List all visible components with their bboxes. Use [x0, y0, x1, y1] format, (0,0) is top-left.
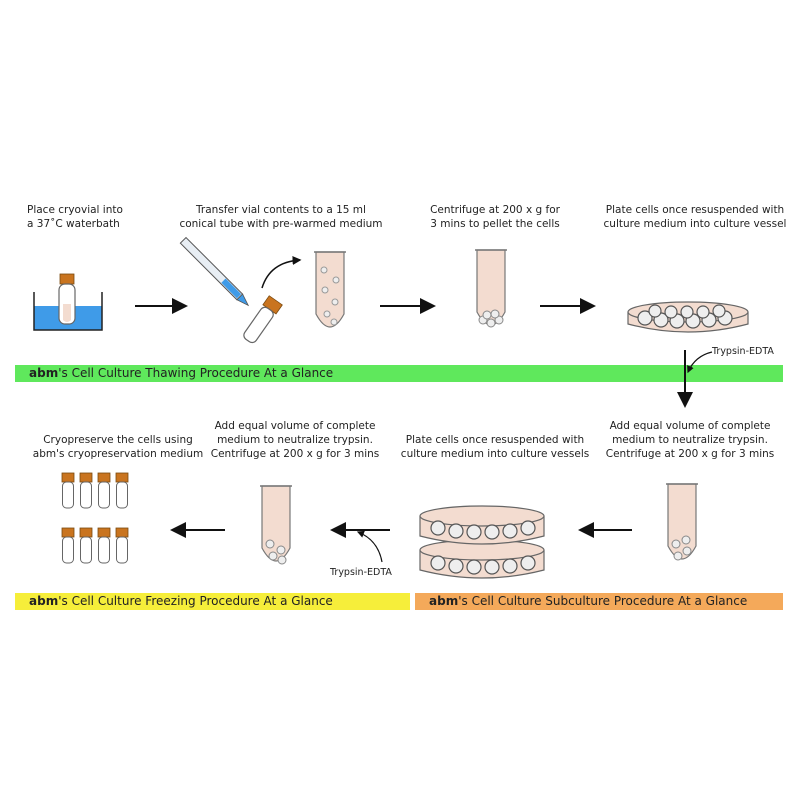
- brand-abm: abm: [429, 594, 459, 608]
- culture-dish-stack-icon: [419, 505, 545, 579]
- step-caption-freeze-1: Add equal volume of complete medium to n…: [210, 420, 380, 460]
- transfer-curve-arrow: [261, 256, 302, 289]
- subculture-banner: abm's Cell Culture Subculture Procedure …: [415, 593, 783, 610]
- step-caption-freeze-2: Cryopreserve the cells using abm's cryop…: [32, 434, 204, 460]
- step-caption-thaw-3: Centrifuge at 200 x g for 3 mins to pell…: [430, 204, 560, 230]
- trypsin-curve-arrow-bottom: [356, 530, 383, 563]
- culture-dish-icon: [627, 301, 749, 333]
- trypsin-label-right: Trypsin-EDTA: [712, 346, 774, 357]
- trypsin-label-bottom: Trypsin-EDTA: [330, 567, 392, 578]
- step-caption-thaw-1: Place cryovial into a 37˚C waterbath: [27, 204, 123, 230]
- freezing-banner: abm's Cell Culture Freezing Procedure At…: [15, 593, 410, 610]
- brand-abm: abm: [29, 594, 59, 608]
- cryovial-rack-icon: [61, 472, 129, 564]
- pipette-icon: [179, 236, 250, 307]
- brand-abm: abm: [29, 366, 59, 380]
- thawing-banner: abm's Cell Culture Thawing Procedure At …: [15, 365, 783, 382]
- subculture-banner-title: 's Cell Culture Subculture Procedure At …: [458, 594, 748, 608]
- step-caption-sub-2: Plate cells once resuspended with cultur…: [400, 434, 590, 460]
- freezing-banner-title: 's Cell Culture Freezing Procedure At a …: [58, 594, 333, 608]
- thawing-banner-title: 's Cell Culture Thawing Procedure At a G…: [58, 366, 334, 380]
- conical-tube-subculture: [665, 483, 699, 561]
- conical-tube-suspension: [313, 251, 347, 328]
- step-caption-sub-1: Add equal volume of complete medium to n…: [605, 420, 775, 460]
- trypsin-curve-arrow: [687, 351, 713, 374]
- cryovial-tilted-icon: [243, 295, 283, 344]
- step-caption-thaw-2: Transfer vial contents to a 15 ml conica…: [179, 204, 383, 230]
- conical-tube-freezing: [259, 485, 293, 565]
- waterbath-icon: [33, 273, 103, 331]
- conical-tube-pellet: [474, 249, 508, 328]
- step-caption-thaw-4: Plate cells once resuspended with cultur…: [603, 204, 787, 230]
